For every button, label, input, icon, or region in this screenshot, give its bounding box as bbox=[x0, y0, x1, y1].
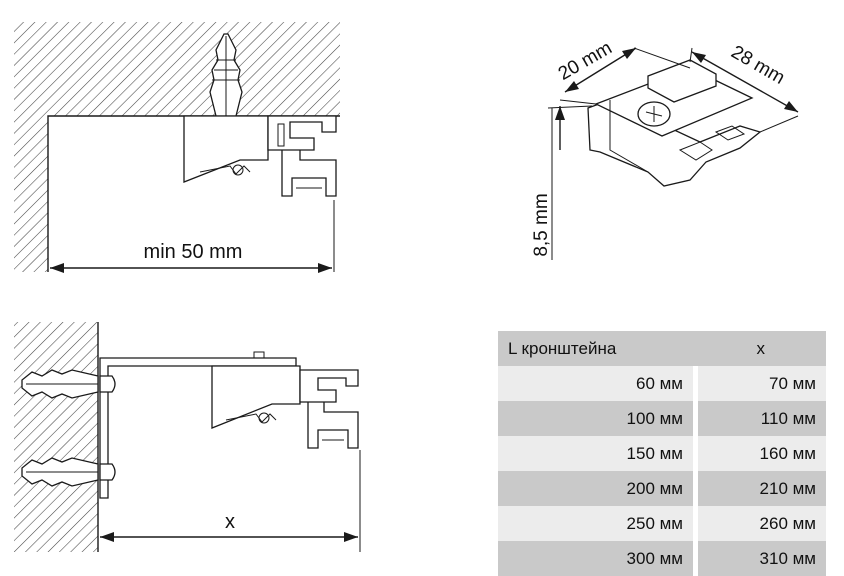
cell-bracket-length: 250 мм bbox=[498, 506, 698, 541]
dowel-icon bbox=[209, 33, 243, 117]
header-x: x bbox=[695, 331, 826, 366]
cell-x: 160 мм bbox=[695, 436, 826, 471]
header-bracket-length: L кронштейна bbox=[498, 331, 696, 366]
table-row: 100 мм 110 мм bbox=[498, 401, 826, 436]
rail-profile-icon bbox=[267, 115, 337, 197]
cell-bracket-length: 150 мм bbox=[498, 436, 698, 471]
bracket-length-table: L кронштейна x 60 мм 70 мм 100 мм 110 мм… bbox=[498, 331, 826, 576]
wall-hatch bbox=[14, 322, 98, 552]
wall-bracket-body-icon bbox=[211, 365, 301, 429]
height-label: 8,5 mm bbox=[531, 193, 552, 256]
wall-dowel-lower-icon bbox=[21, 457, 116, 487]
cell-x: 70 мм bbox=[695, 366, 826, 401]
table-row: 200 мм 210 мм bbox=[498, 471, 826, 506]
cell-x: 210 мм bbox=[695, 471, 826, 506]
cell-x: 310 мм bbox=[695, 541, 826, 576]
table-row: 150 мм 160 мм bbox=[498, 436, 826, 471]
cell-bracket-length: 200 мм bbox=[498, 471, 698, 506]
table-row: 300 мм 310 мм bbox=[498, 541, 826, 576]
dimension-min-50: min 50 mm bbox=[50, 200, 335, 273]
x-dimension-label: x bbox=[225, 511, 235, 533]
cell-x: 110 мм bbox=[695, 401, 826, 436]
bracket-isometric-view: 20 mm 28 mm 8,5 mm bbox=[531, 38, 799, 260]
wall-rail-profile-icon bbox=[299, 369, 359, 449]
table-row: 60 мм 70 мм bbox=[498, 366, 826, 401]
wall-dowel-upper-icon bbox=[21, 369, 116, 399]
bracket-icon bbox=[183, 115, 269, 183]
width-label: 28 mm bbox=[727, 42, 788, 89]
table-row: 250 мм 260 мм bbox=[498, 506, 826, 541]
wall-mount-view: x bbox=[14, 322, 361, 552]
ceiling-mount-view: min 50 mm bbox=[14, 22, 340, 273]
cell-bracket-length: 300 мм bbox=[498, 541, 698, 576]
depth-label: 20 mm bbox=[555, 38, 616, 85]
cell-x: 260 мм bbox=[695, 506, 826, 541]
cell-bracket-length: 100 мм bbox=[498, 401, 698, 436]
ceiling-wall-hatch bbox=[14, 22, 340, 272]
dimension-label: min 50 mm bbox=[144, 241, 243, 263]
table-header-row: L кронштейна x bbox=[498, 331, 826, 366]
cell-bracket-length: 60 мм bbox=[498, 366, 698, 401]
